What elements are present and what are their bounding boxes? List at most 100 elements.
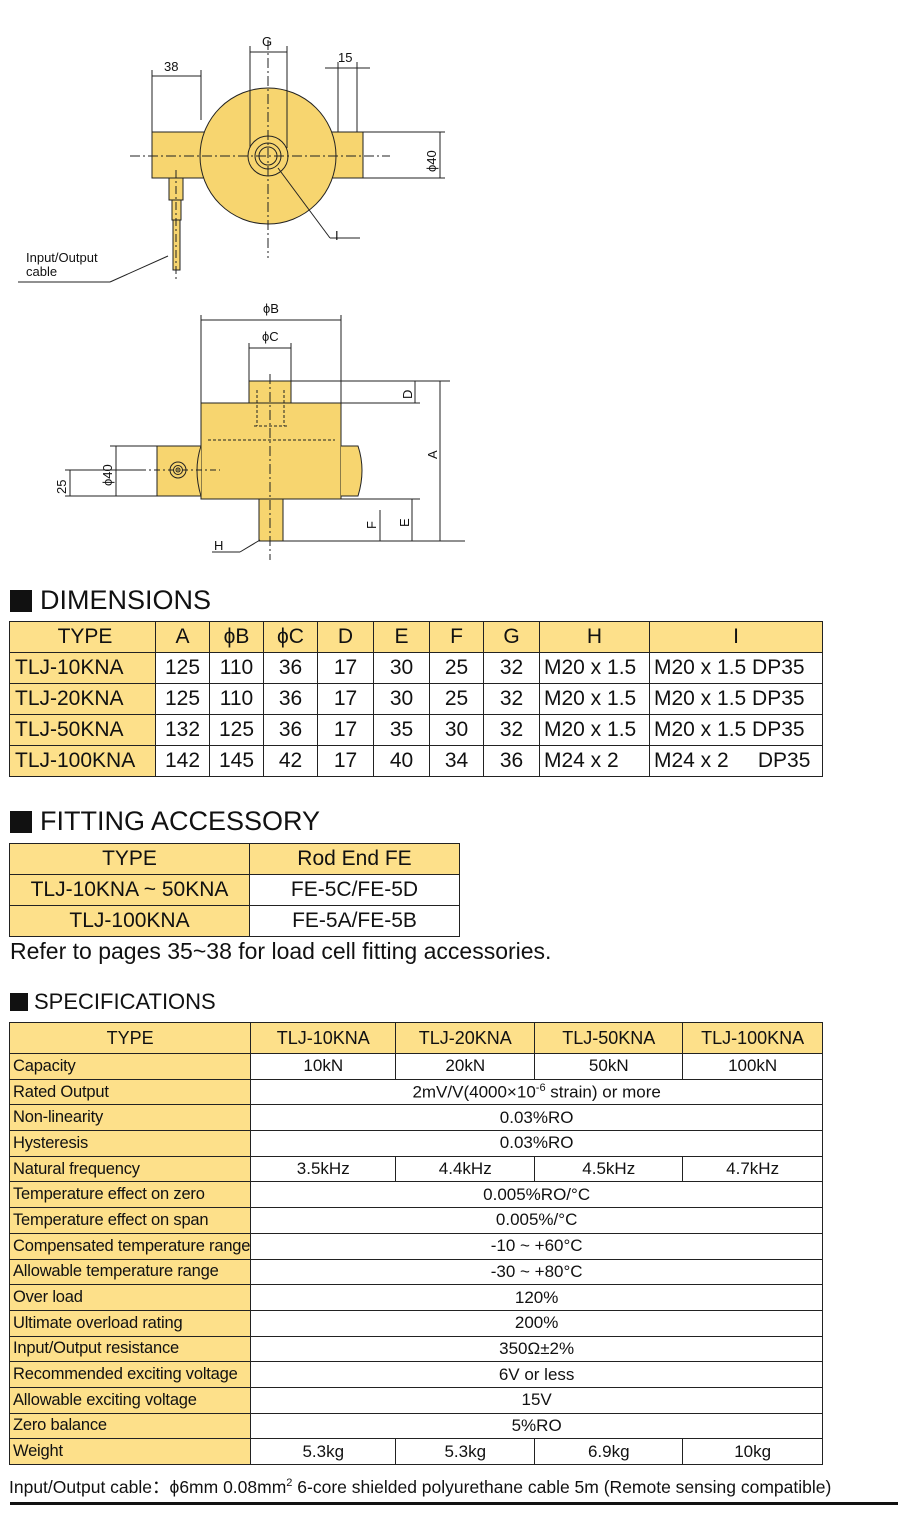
table-cell: 17: [317, 745, 374, 777]
technical-drawing: 38 G 15 ϕ40 I Input/Output cable: [18, 34, 465, 560]
table-cell: 32: [483, 714, 540, 746]
table-cell: 2mV/V(4000×10-6 strain) or more: [250, 1078, 823, 1106]
table-row: Compensated temperature range -10 ~ +60°…: [8, 1232, 823, 1260]
spec-label: Natural frequency: [8, 1155, 252, 1183]
table-cell: M24 x 2 DP35: [649, 745, 823, 777]
table-row: Temperature effect on span 0.005%/°C: [8, 1207, 823, 1234]
table-cell: 30: [373, 683, 430, 715]
table-row: Allowable exciting voltage 15V: [8, 1386, 823, 1414]
col-header: H: [539, 621, 650, 653]
table-row: TLJ-10KNA 125 110 36 17 30 25 32 M20 x 1…: [9, 652, 823, 684]
table-cell: 17: [317, 714, 374, 746]
table-row: Capacity 10kN 20kN 50kN 100kN: [8, 1053, 823, 1080]
table-cell: 4.5kHz: [534, 1155, 684, 1183]
table-cell: 110: [209, 683, 264, 715]
table-cell: 200%: [250, 1309, 823, 1337]
table-cell: 0.005%/°C: [250, 1207, 823, 1234]
specifications-title: SPECIFICATIONS: [10, 989, 216, 1015]
col-header: A: [155, 621, 210, 653]
spec-label: Over load: [8, 1284, 252, 1311]
table-cell: 3.5kHz: [250, 1155, 397, 1183]
table-cell: 5.3kg: [250, 1438, 397, 1465]
col-header: F: [429, 621, 484, 653]
table-cell: M20 x 1.5 DP35: [649, 683, 823, 715]
spec-label: Rated Output: [8, 1078, 252, 1106]
spec-label: Temperature effect on span: [8, 1207, 252, 1234]
cable-footnote: Input/Output cable：ϕ6mm 0.08mm2 6-core s…: [9, 1474, 831, 1499]
table-cell: 36: [263, 652, 318, 684]
spec-label: Hysteresis: [8, 1130, 252, 1157]
fitting-title: FITTING ACCESSORY: [10, 806, 320, 837]
table-cell: 30: [373, 652, 430, 684]
table-row: Ultimate overload rating 200%: [8, 1309, 823, 1337]
rated-output-exponent: -6: [535, 1081, 546, 1094]
table-cell: FE-5A/FE-5B: [249, 905, 460, 937]
table-cell: 40: [373, 745, 430, 777]
col-header: TLJ-10KNA: [250, 1022, 397, 1054]
table-cell: 125: [155, 652, 210, 684]
table-cell: M20 x 1.5: [539, 714, 650, 746]
dim-38-label: 38: [164, 59, 178, 74]
footnote-text-suffix: 6-core shielded polyurethane cable 5m (R…: [292, 1477, 832, 1497]
col-header: TYPE: [9, 843, 250, 875]
type-cell: TLJ-50KNA: [9, 714, 156, 746]
table-row: TLJ-50KNA 132 125 36 17 35 30 32 M20 x 1…: [9, 714, 823, 746]
type-cell: TLJ-100KNA: [9, 905, 250, 937]
table-cell: 34: [429, 745, 484, 777]
spec-label: Input/Output resistance: [8, 1335, 252, 1363]
col-header: D: [317, 621, 374, 653]
table-cell: 20kN: [395, 1053, 536, 1080]
fitting-note: Refer to pages 35~38 for load cell fitti…: [10, 938, 552, 964]
footnote-text: Input/Output cable：ϕ6mm 0.08mm: [9, 1477, 287, 1497]
col-header: Rod End FE: [249, 843, 460, 875]
dimensions-header-row: TYPE A ϕB ϕC D E F G H I: [9, 621, 823, 653]
table-cell: 4.4kHz: [395, 1155, 536, 1183]
table-cell: 0.03%RO: [250, 1130, 823, 1157]
spec-label: Compensated temperature range: [8, 1232, 252, 1260]
spec-label: Weight: [8, 1438, 252, 1465]
table-cell: 120%: [250, 1284, 823, 1311]
table-cell: 125: [155, 683, 210, 715]
col-header: TLJ-50KNA: [534, 1022, 684, 1054]
col-header: E: [373, 621, 430, 653]
table-cell: 35: [373, 714, 430, 746]
col-header: TLJ-20KNA: [395, 1022, 536, 1054]
table-cell: 17: [317, 652, 374, 684]
col-header: TYPE: [9, 621, 156, 653]
specifications-table: TYPE TLJ-10KNA TLJ-20KNA TLJ-50KNA TLJ-1…: [8, 1022, 823, 1465]
table-cell: 6V or less: [250, 1361, 823, 1388]
bottom-rule: [10, 1502, 898, 1505]
spec-label: Zero balance: [8, 1412, 252, 1440]
cable-label-line2: cable: [26, 264, 57, 279]
label-i: I: [335, 228, 339, 243]
dim-e-label: E: [397, 518, 412, 527]
table-row: Temperature effect on zero 0.005%RO/°C: [8, 1181, 823, 1209]
table-cell: 30: [429, 714, 484, 746]
table-row: Rated Output 2mV/V(4000×10-6 strain) or …: [8, 1078, 823, 1106]
spec-label: Ultimate overload rating: [8, 1309, 252, 1337]
dim-phi40-side-label: ϕ40: [100, 464, 115, 486]
table-row: Input/Output resistance 350Ω±2%: [8, 1335, 823, 1363]
dim-15-label: 15: [338, 50, 352, 65]
spec-header-row: TYPE TLJ-10KNA TLJ-20KNA TLJ-50KNA TLJ-1…: [8, 1022, 823, 1054]
dimensions-table: TYPE A ϕB ϕC D E F G H I TLJ-10KNA 125 1…: [9, 621, 823, 777]
dim-a-label: A: [425, 450, 440, 459]
table-cell: 10kN: [250, 1053, 397, 1080]
table-cell: 10kg: [682, 1438, 823, 1465]
dim-25-label: 25: [54, 480, 69, 494]
table-row: Non-linearity 0.03%RO: [8, 1104, 823, 1132]
table-row: TLJ-10KNA ~ 50KNA FE-5C/FE-5D: [9, 874, 460, 906]
section-square-icon: [10, 589, 32, 612]
table-cell: 25: [429, 652, 484, 684]
spec-label: Recommended exciting voltage: [8, 1361, 252, 1388]
table-cell: 6.9kg: [534, 1438, 684, 1465]
col-header: ϕB: [209, 621, 264, 653]
table-cell: -30 ~ +80°C: [250, 1258, 823, 1286]
spec-label: Temperature effect on zero: [8, 1181, 252, 1209]
table-cell: 100kN: [682, 1053, 823, 1080]
table-cell: -10 ~ +60°C: [250, 1232, 823, 1260]
top-view: [18, 40, 445, 283]
table-cell: M20 x 1.5: [539, 652, 650, 684]
table-row: Hysteresis 0.03%RO: [8, 1130, 823, 1157]
table-row: TLJ-100KNA FE-5A/FE-5B: [9, 905, 460, 937]
